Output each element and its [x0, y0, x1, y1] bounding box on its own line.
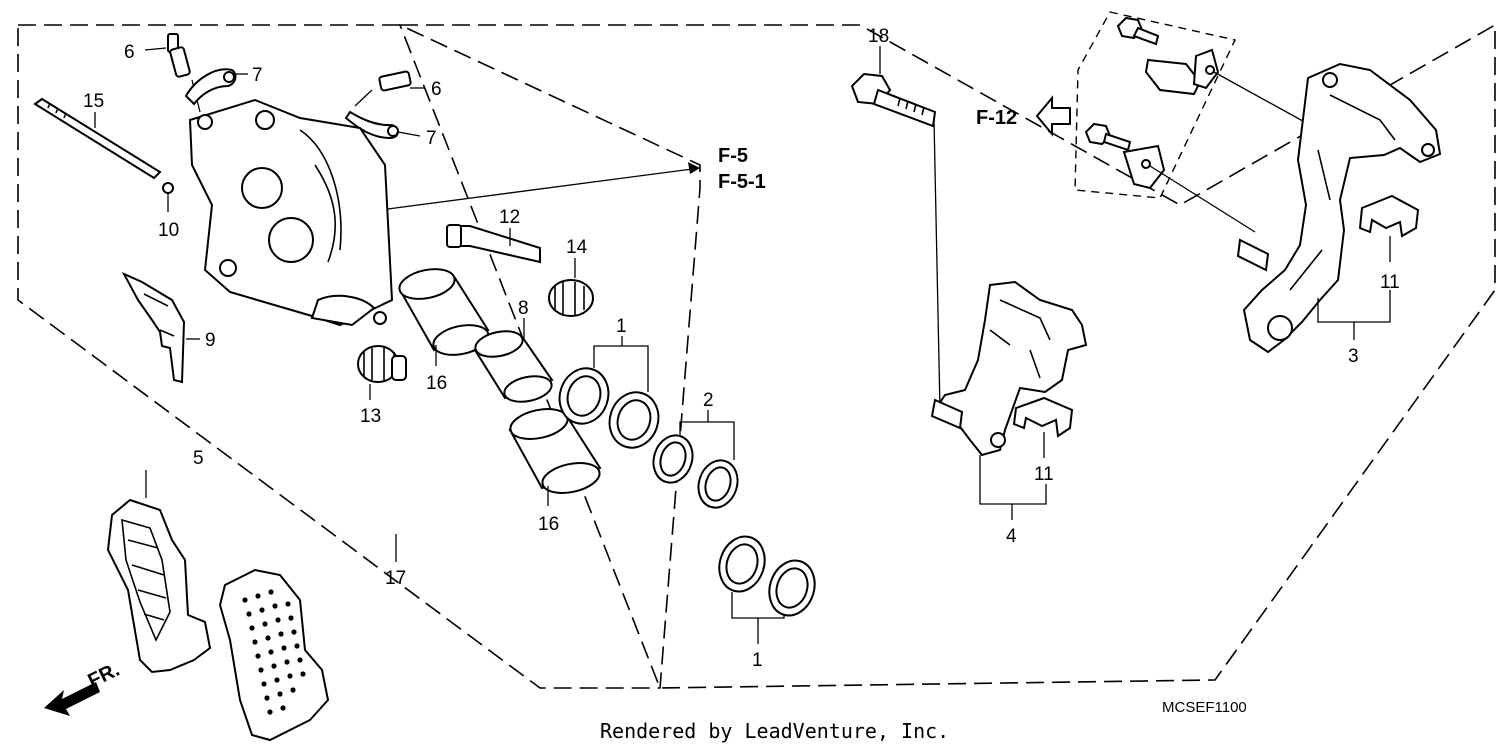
caliper-body[interactable] [188, 98, 394, 327]
kit-bolt-lower[interactable] [1084, 122, 1132, 152]
callout-12[interactable]: 12 [499, 207, 520, 228]
caliper-pin[interactable] [33, 97, 162, 180]
leader-lines [94, 46, 1391, 644]
slide-pin[interactable] [446, 224, 541, 264]
callout-3[interactable]: 3 [1348, 346, 1359, 367]
bleeder-cap-upper[interactable] [184, 68, 237, 106]
kit-spacer-upper[interactable] [1144, 48, 1220, 96]
bracket-bolt[interactable] [850, 72, 941, 411]
callout-4[interactable]: 4 [1006, 526, 1017, 547]
seal-ring-upper-a[interactable] [553, 362, 616, 430]
callout-labels: 6 7 6 7 15 10 9 12 14 13 16 16 8 1 2 1 5… [83, 26, 1400, 671]
pin-clip[interactable] [162, 182, 174, 194]
callout-5[interactable]: 5 [193, 448, 204, 469]
callout-16-upper[interactable]: 16 [426, 373, 447, 394]
ref-f5-label[interactable]: F-5 [718, 145, 748, 167]
diagram-code: MCSEF1100 [1162, 699, 1247, 716]
caliper-set-boundary [398, 23, 1496, 689]
callout-7-upper[interactable]: 7 [252, 65, 263, 86]
callout-9[interactable]: 9 [205, 330, 216, 351]
ref-f12-label[interactable]: F-12 [976, 107, 1017, 129]
pin-boot-upper[interactable] [548, 279, 594, 317]
callout-1-upper[interactable]: 1 [616, 316, 627, 337]
brake-pad-left[interactable] [106, 498, 212, 674]
callout-2[interactable]: 2 [703, 390, 714, 411]
pin-boot-lower[interactable] [357, 345, 407, 383]
pad-spring[interactable] [121, 271, 186, 384]
callout-14[interactable]: 14 [566, 237, 588, 258]
front-arrow-icon [44, 682, 100, 716]
bleeder-screw-lower[interactable] [354, 70, 412, 107]
piston-large-lower[interactable] [508, 404, 603, 497]
callout-18[interactable]: 18 [868, 26, 889, 47]
seal-ring-mid-a[interactable] [648, 430, 699, 487]
f12-arrow-icon [1035, 95, 1071, 137]
callout-13[interactable]: 13 [360, 406, 381, 427]
seal-ring-upper-b[interactable] [603, 386, 666, 454]
callout-16-lower[interactable]: 16 [538, 514, 559, 535]
caliper-bracket-upper[interactable] [1236, 62, 1442, 354]
bleeder-screw-upper[interactable] [167, 33, 201, 113]
callout-11-upper[interactable]: 11 [1380, 272, 1400, 293]
callout-7-lower[interactable]: 7 [426, 128, 437, 149]
seal-ring-lower-b[interactable] [762, 555, 821, 622]
bracket-bolt-kit-boundary [1074, 11, 1237, 199]
callout-11-lower[interactable]: 11 [1034, 464, 1054, 485]
pad-retainer-upper[interactable] [1358, 194, 1420, 238]
ref-f51-label[interactable]: F-5-1 [718, 171, 766, 193]
kit-bolt-upper[interactable] [1116, 16, 1160, 46]
brake-pad-right[interactable] [218, 568, 330, 742]
callout-10[interactable]: 10 [158, 220, 179, 241]
seal-ring-mid-b[interactable] [693, 455, 744, 512]
credit-text: Rendered by LeadVenture, Inc. [600, 719, 949, 743]
pad-retainer-lower[interactable] [1012, 396, 1074, 438]
caliper-assembly-boundary [17, 24, 701, 689]
kit-spacer-lower[interactable] [1122, 144, 1166, 190]
seal-ring-lower-a[interactable] [712, 531, 771, 598]
f5-arrow-icon [688, 162, 700, 174]
caliper-bracket-lower[interactable] [930, 280, 1088, 457]
callout-8[interactable]: 8 [518, 298, 529, 319]
callout-6-lower[interactable]: 6 [431, 79, 442, 100]
callout-1-lower[interactable]: 1 [752, 650, 763, 671]
callout-17[interactable]: 17 [385, 568, 406, 589]
callout-15[interactable]: 15 [83, 91, 104, 112]
piston-small[interactable] [473, 327, 554, 405]
callout-6-upper[interactable]: 6 [124, 42, 135, 63]
